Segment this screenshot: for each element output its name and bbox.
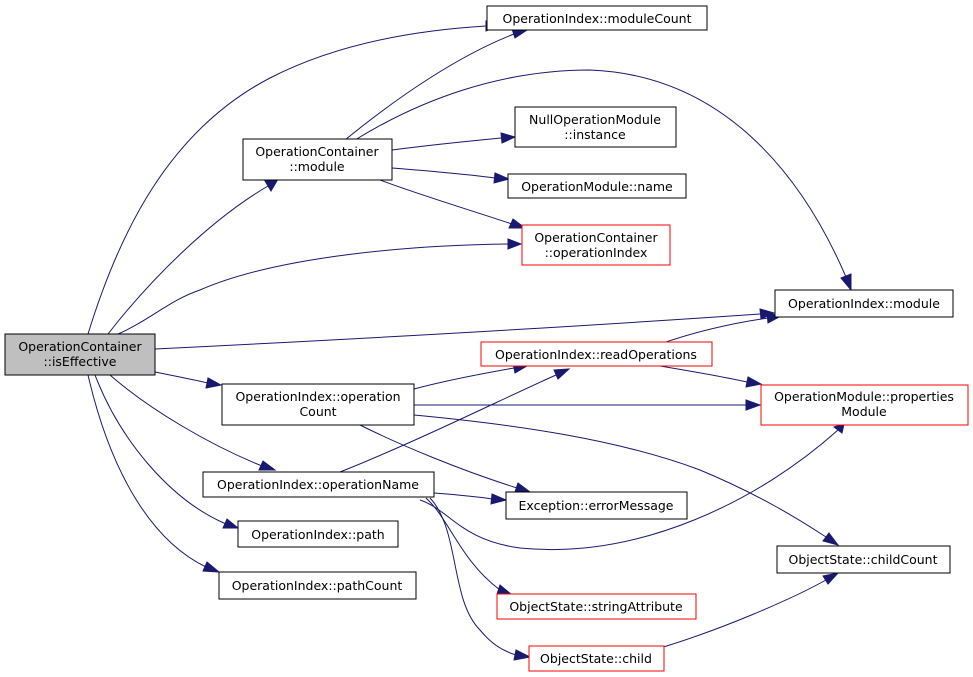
node-label: OperationIndex::operationName: [217, 477, 419, 492]
edge-count-to-error-message: [359, 424, 532, 493]
node-label: ::isEffective: [44, 354, 117, 369]
node-label: NullOperationModule: [529, 112, 661, 127]
edge-root-to-path-count: [87, 374, 221, 573]
node-label: OperationIndex::module: [788, 296, 940, 311]
edge-count-to-read-operations: [413, 362, 529, 390]
edge-module-to-module-name: [391, 167, 511, 184]
edge-read-operations-to-properties-module: [659, 365, 763, 388]
node-label: Exception::errorMessage: [519, 498, 674, 513]
edge-module-to-operation-index: [379, 179, 527, 229]
node-label: OperationModule::properties: [774, 389, 954, 404]
node-label: Module: [841, 404, 887, 419]
node-label: OperationIndex::operation: [235, 389, 400, 404]
edge-root-to-container-module: [107, 178, 279, 335]
edge-module-to-index-module: [354, 69, 852, 292]
edge-count-to-child-count: [413, 414, 840, 546]
node-label: OperationIndex::readOperations: [495, 347, 697, 362]
node-string-attribute[interactable]: ObjectState::stringAttribute: [496, 593, 697, 620]
node-label: OperationModule::name: [521, 179, 673, 194]
node-label: ::module: [289, 159, 345, 174]
node-label: OperationContainer: [534, 230, 658, 245]
node-label: ObjectState::child: [540, 651, 652, 666]
node-label: ::operationIndex: [545, 245, 648, 260]
edge-root-to-path: [94, 374, 240, 529]
node-read-operations[interactable]: OperationIndex::readOperations: [480, 341, 713, 367]
node-index-module[interactable]: OperationIndex::module: [774, 289, 954, 318]
node-child-count[interactable]: ObjectState::childCount: [776, 545, 951, 574]
node-label: OperationIndex::path: [251, 527, 384, 542]
node-operation-index[interactable]: OperationContainer ::operationIndex: [521, 224, 671, 266]
node-operation-count[interactable]: OperationIndex::operation Count: [221, 383, 415, 426]
node-operation-name[interactable]: OperationIndex::operationName: [202, 471, 435, 498]
edge-root-to-operation-count: [154, 371, 223, 389]
edge-name-to-read-operations: [339, 368, 571, 473]
node-null-module-instance[interactable]: NullOperationModule ::instance: [514, 106, 677, 148]
edge-name-to-properties-module: [419, 423, 845, 550]
node-label: ObjectState::stringAttribute: [509, 599, 683, 614]
node-path-count[interactable]: OperationIndex::pathCount: [218, 571, 417, 600]
edge-name-to-string-attribute: [425, 497, 514, 596]
node-path[interactable]: OperationIndex::path: [237, 520, 399, 548]
node-label: OperationIndex::pathCount: [232, 578, 403, 593]
node-module-count[interactable]: OperationIndex::moduleCount: [486, 5, 708, 31]
node-label: ::instance: [564, 127, 626, 142]
edge-name-to-child: [429, 497, 532, 661]
node-properties-module[interactable]: OperationModule::properties Module: [760, 384, 969, 426]
edge-root-to-operation-index: [117, 238, 523, 335]
node-container-module[interactable]: OperationContainer ::module: [242, 138, 393, 181]
node-is-effective[interactable]: OperationContainer ::isEffective: [4, 333, 156, 376]
node-label: OperationContainer: [18, 339, 142, 354]
edge-count-to-properties-module: [414, 399, 762, 411]
edge-module-to-module-count: [344, 28, 529, 141]
edge-name-to-error-message: [433, 492, 508, 505]
node-error-message[interactable]: Exception::errorMessage: [505, 491, 688, 520]
edge-child-to-child-count: [659, 572, 840, 649]
node-label: ObjectState::childCount: [788, 552, 937, 567]
node-label: OperationIndex::moduleCount: [502, 11, 691, 26]
node-label: Count: [299, 404, 336, 419]
edge-module-to-null-module: [391, 132, 517, 151]
node-module-name[interactable]: OperationModule::name: [507, 173, 687, 199]
node-child[interactable]: ObjectState::child: [528, 645, 665, 672]
edge-root-to-operation-name: [109, 374, 277, 471]
node-label: OperationContainer: [255, 144, 379, 159]
